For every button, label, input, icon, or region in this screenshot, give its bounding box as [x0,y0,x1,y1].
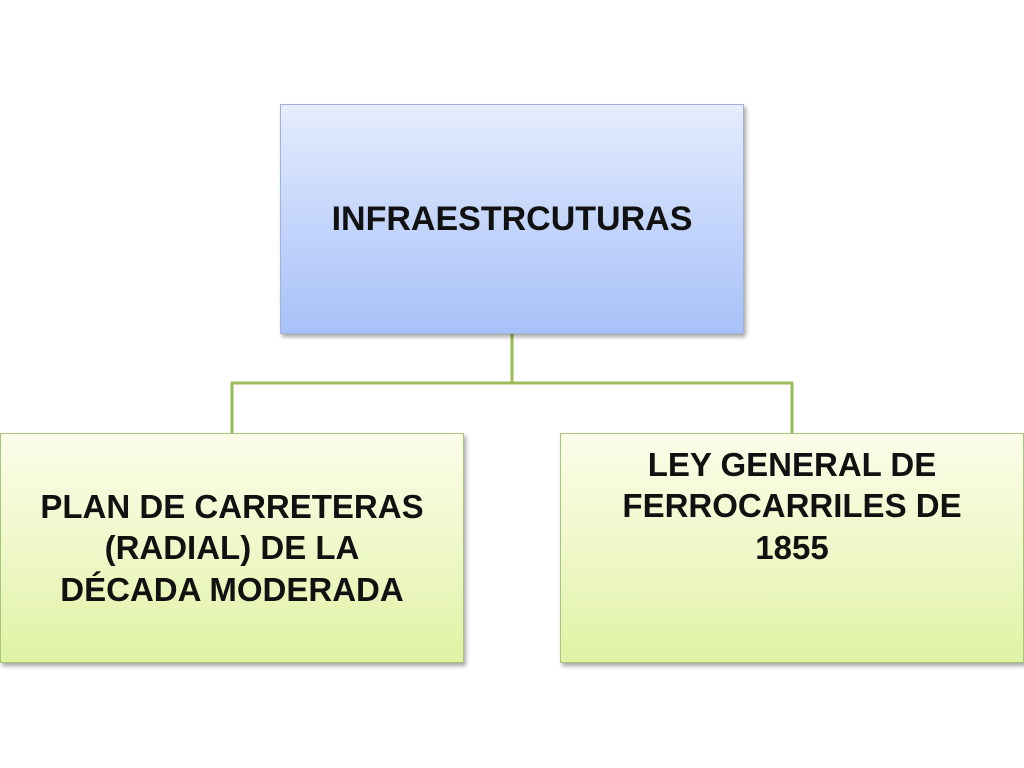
root-node-label: INFRAESTRCUTURAS [331,199,693,238]
root-node: INFRAESTRCUTURAS [280,104,744,334]
child-node-carreteras-label: PLAN DE CARRETERAS (RADIAL) DE LA DÉCADA… [40,488,424,608]
child-node-ferrocarriles-label: LEY GENERAL DE FERROCARRILES DE 1855 [622,446,962,566]
child-node-ferrocarriles: LEY GENERAL DE FERROCARRILES DE 1855 [560,433,1024,663]
child-node-carreteras: PLAN DE CARRETERAS (RADIAL) DE LA DÉCADA… [0,433,464,663]
